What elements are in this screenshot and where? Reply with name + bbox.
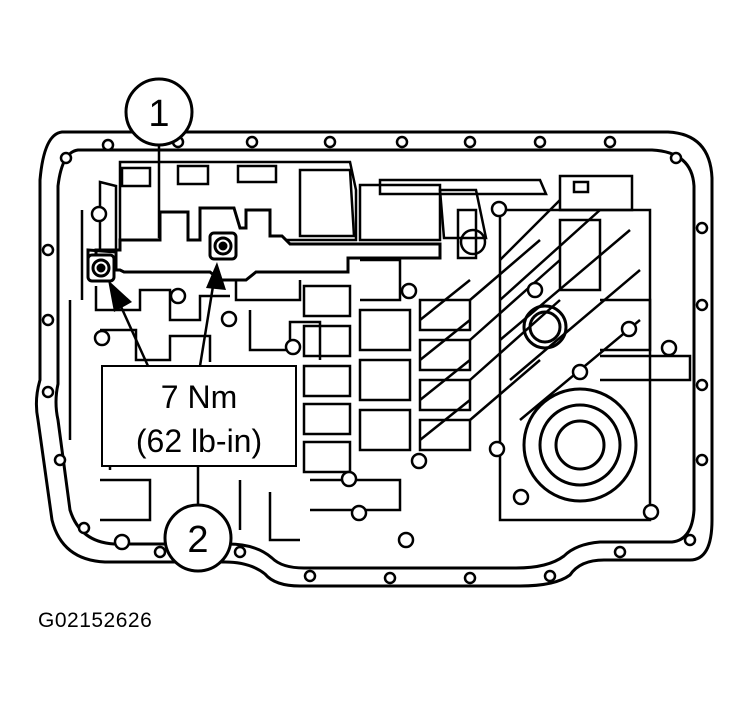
callout-1: 1 (124, 77, 194, 147)
leader-arrowheads (108, 262, 226, 312)
valve-body-lattice (419, 199, 692, 522)
callout-2-label: 2 (187, 519, 208, 561)
callout-2: 2 (163, 503, 233, 573)
figure-id: G02152626 (38, 609, 153, 632)
retaining-bolts (86, 231, 238, 283)
valve-body-check-balls (90, 200, 678, 551)
arrowhead-left (108, 280, 132, 312)
valve-body-bores (522, 304, 638, 503)
leader-line-2-right (198, 279, 216, 367)
arrowhead-right (206, 262, 226, 290)
valve-body-outline (34, 130, 714, 588)
torque-spec-box: 7 Nm (62 lb-in) (101, 365, 297, 467)
leader-line-2-left (116, 299, 150, 367)
detent-spring-bracket (86, 206, 442, 282)
callout-1-label: 1 (148, 93, 169, 135)
leader-lines (116, 145, 216, 505)
torque-imperial: (62 lb-in) (136, 423, 262, 459)
torque-metric: 7 Nm (161, 379, 237, 415)
gasket-bolt-holes (41, 135, 709, 585)
